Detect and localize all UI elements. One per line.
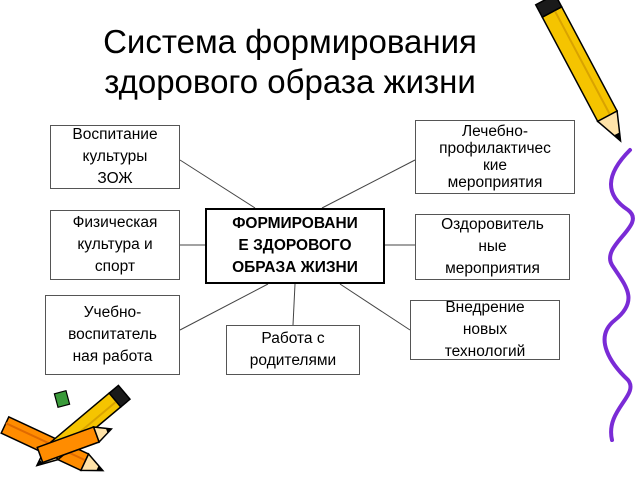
node-parents-line-2: родителями (249, 352, 337, 369)
node-therapeutic-line-4: мероприятия (447, 174, 543, 191)
node-educational: Учебно- воспитатель ная работа (45, 295, 180, 375)
connector-educational (179, 283, 269, 331)
connector-parents (292, 283, 296, 326)
title-line-2: здорового образа жизни (104, 63, 476, 100)
node-wellness-line-3: мероприятия (445, 260, 540, 277)
node-wellness-line-2: ные (478, 238, 507, 255)
center-node: ФОРМИРОВАНИ Е ЗДОРОВОГО ОБРАЗА ЖИЗНИ (205, 208, 385, 284)
node-physical: Физическая культура и спорт (50, 210, 180, 280)
node-therapeutic: Лечебно- профилактичес кие мероприятия (415, 120, 575, 194)
center-node-line-3: ОБРАЗА ЖИЗНИ (232, 259, 358, 276)
node-technologies: Внедрение новых технологий (410, 299, 560, 360)
node-upbringing-line-2: культуры (82, 148, 148, 165)
connector-therapeutic (321, 159, 416, 209)
node-therapeutic-line-1: Лечебно- (461, 123, 529, 140)
node-wellness: Оздоровитель ные мероприятия (415, 214, 570, 280)
node-therapeutic-line-3: кие (482, 157, 508, 174)
node-parents-line-1: Работа с (261, 330, 325, 347)
node-upbringing-line-3: ЗОЖ (97, 170, 133, 187)
node-physical-line-3: спорт (94, 258, 136, 275)
node-technologies-line-1: Внедрение (445, 299, 525, 316)
pencil-icon-bottom-3 (36, 425, 113, 464)
node-educational-line-2: воспитатель (68, 326, 157, 343)
connector-upbringing (179, 159, 256, 209)
pencil-cap-icon (53, 389, 71, 409)
node-upbringing-line-1: Воспитание (72, 126, 158, 143)
node-wellness-line-1: Оздоровитель (441, 216, 544, 233)
node-technologies-line-3: технологий (444, 343, 526, 360)
title-line-1: Система формирования (103, 23, 477, 60)
node-educational-line-1: Учебно- (83, 304, 142, 321)
squiggle-icon (602, 148, 635, 442)
center-node-line-2: Е ЗДОРОВОГО (238, 237, 352, 254)
node-therapeutic-line-2: профилактичес (439, 140, 551, 157)
pencil-icon (534, 0, 622, 143)
center-node-line-1: ФОРМИРОВАНИ (232, 215, 358, 232)
node-upbringing: Воспитание культуры ЗОЖ (50, 125, 180, 189)
node-educational-line-3: ная работа (72, 348, 153, 365)
node-technologies-line-2: новых (462, 321, 508, 338)
node-physical-line-1: Физическая (72, 214, 158, 231)
connector-technologies (339, 283, 411, 331)
slide-title: Система формирования здорового образа жи… (40, 22, 540, 102)
node-parents: Работа с родителями (226, 325, 360, 375)
node-physical-line-2: культура и (77, 236, 153, 253)
